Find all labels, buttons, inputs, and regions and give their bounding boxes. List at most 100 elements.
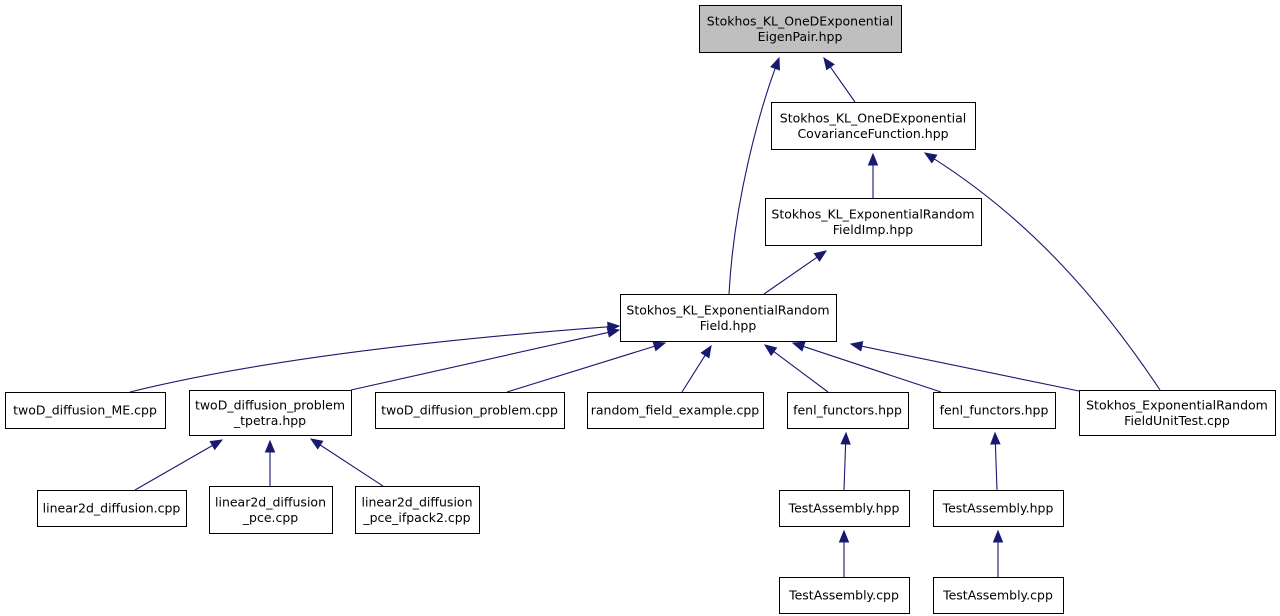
node-box: [933, 577, 1064, 614]
node-linifp[interactable]: linear2d_diffusion_pce_ifpack2.cpp: [355, 486, 480, 534]
node-box: [1079, 390, 1276, 436]
edge-rf-to-rfimp: [763, 250, 828, 295]
arrowhead: [700, 344, 712, 359]
arrowhead: [813, 250, 828, 262]
node-label: TestAssembly.cpp: [942, 588, 1053, 603]
edge-line: [728, 68, 776, 295]
edge-line: [829, 66, 856, 103]
edge-line: [681, 355, 706, 393]
edge-line: [506, 345, 655, 393]
edge-linpce-to-tpetra: [264, 439, 276, 486]
edge-linifp-to-tpetra: [309, 438, 384, 487]
node-label: linear2d_diffusion: [362, 494, 473, 509]
node-fenl1[interactable]: fenl_functors.hpp: [787, 392, 909, 429]
edge-line: [350, 331, 609, 391]
node-tc1[interactable]: TestAssembly.cpp: [779, 577, 910, 614]
edge-line: [843, 443, 847, 491]
node-label: TestAssembly.cpp: [788, 588, 899, 603]
node-box: [189, 390, 352, 436]
node-label: _pce.cpp: [242, 510, 299, 525]
node-label: TestAssembly.hpp: [788, 501, 900, 516]
nodes-layer: Stokhos_KL_OneDExponentialEigenPair.hppS…: [5, 5, 1276, 614]
node-box: [779, 490, 910, 527]
node-prob[interactable]: twoD_diffusion_problem.cpp: [375, 392, 565, 429]
node-box: [933, 490, 1064, 527]
edge-line: [861, 345, 1080, 392]
edge-line: [763, 256, 818, 295]
node-box: [209, 486, 333, 534]
node-label: _tpetra.hpp: [233, 413, 306, 428]
node-rfex[interactable]: random_field_example.cpp: [587, 392, 764, 429]
node-box: [771, 102, 976, 150]
node-box: [355, 486, 480, 534]
node-label: fenl_functors.hpp: [793, 403, 902, 418]
edge-unit-to-cov: [923, 152, 1161, 391]
node-box: [779, 577, 910, 614]
node-label: EigenPair.hpp: [758, 29, 843, 44]
node-cov[interactable]: Stokhos_KL_OneDExponentialCovarianceFunc…: [771, 102, 976, 150]
edge-ta2-to-fenl2: [990, 431, 1001, 491]
edge-line: [134, 445, 213, 491]
node-lin[interactable]: linear2d_diffusion.cpp: [37, 490, 187, 527]
edge-tc1-to-ta1: [838, 529, 850, 577]
edge-rfimp-to-cov: [867, 152, 879, 198]
node-label: linear2d_diffusion: [215, 494, 326, 509]
node-label: twoD_diffusion_ME.cpp: [13, 403, 157, 418]
arrowhead: [652, 341, 667, 352]
node-label: Stokhos_ExponentialRandom: [1086, 397, 1268, 412]
edge-line: [803, 345, 942, 393]
arrowhead: [990, 431, 1001, 445]
edge-line: [319, 444, 384, 487]
edges-layer: [129, 56, 1161, 577]
node-box: [375, 392, 565, 429]
arrowhead: [923, 152, 938, 164]
edge-tc2-to-ta2: [992, 529, 1004, 577]
edge-line: [933, 158, 1161, 391]
arrowhead: [209, 439, 224, 451]
edge-ta1-to-fenl1: [840, 431, 851, 491]
node-box: [765, 198, 982, 246]
node-label: fenl_functors.hpp: [940, 403, 1049, 418]
arrowhead: [823, 56, 835, 71]
arrowhead: [606, 327, 621, 338]
node-label: Stokhos_KL_ExponentialRandom: [626, 302, 829, 317]
edge-rf-to-root: [728, 56, 780, 295]
node-box: [620, 294, 837, 342]
arrowhead: [849, 341, 864, 352]
edge-line: [129, 326, 609, 393]
node-unit[interactable]: Stokhos_ExponentialRandomFieldUnitTest.c…: [1079, 390, 1276, 436]
node-label: linear2d_diffusion.cpp: [43, 501, 181, 516]
edge-me-to-rf: [129, 321, 621, 393]
node-label: Field.hpp: [700, 318, 757, 333]
node-linpce[interactable]: linear2d_diffusion_pce.cpp: [209, 486, 333, 534]
node-box: [699, 5, 902, 53]
edge-cov-to-root: [823, 56, 856, 103]
arrowhead: [838, 529, 850, 543]
node-label: twoD_diffusion_problem: [195, 397, 345, 412]
node-ta2[interactable]: TestAssembly.hpp: [933, 490, 1064, 527]
node-box: [5, 392, 166, 429]
arrowhead: [770, 56, 780, 71]
node-label: random_field_example.cpp: [591, 403, 760, 418]
node-label: Stokhos_KL_OneDExponential: [707, 13, 893, 28]
node-label: _pce_ifpack2.cpp: [362, 510, 470, 525]
edge-unit-to-rf: [849, 341, 1080, 392]
edge-line: [994, 443, 998, 491]
arrowhead: [264, 439, 276, 453]
node-me[interactable]: twoD_diffusion_ME.cpp: [5, 392, 166, 429]
node-label: FieldUnitTest.cpp: [1124, 413, 1230, 428]
node-ta1[interactable]: TestAssembly.hpp: [779, 490, 910, 527]
node-fenl2[interactable]: fenl_functors.hpp: [933, 392, 1056, 429]
node-box: [933, 392, 1056, 429]
node-label: TestAssembly.hpp: [942, 501, 1054, 516]
edge-tpetra-to-rf: [350, 327, 621, 391]
node-tpetra[interactable]: twoD_diffusion_problem_tpetra.hpp: [189, 390, 352, 436]
arrowhead: [992, 529, 1004, 543]
edge-line: [773, 351, 829, 393]
node-box: [587, 392, 764, 429]
arrowhead: [763, 344, 778, 357]
node-tc2[interactable]: TestAssembly.cpp: [933, 577, 1064, 614]
